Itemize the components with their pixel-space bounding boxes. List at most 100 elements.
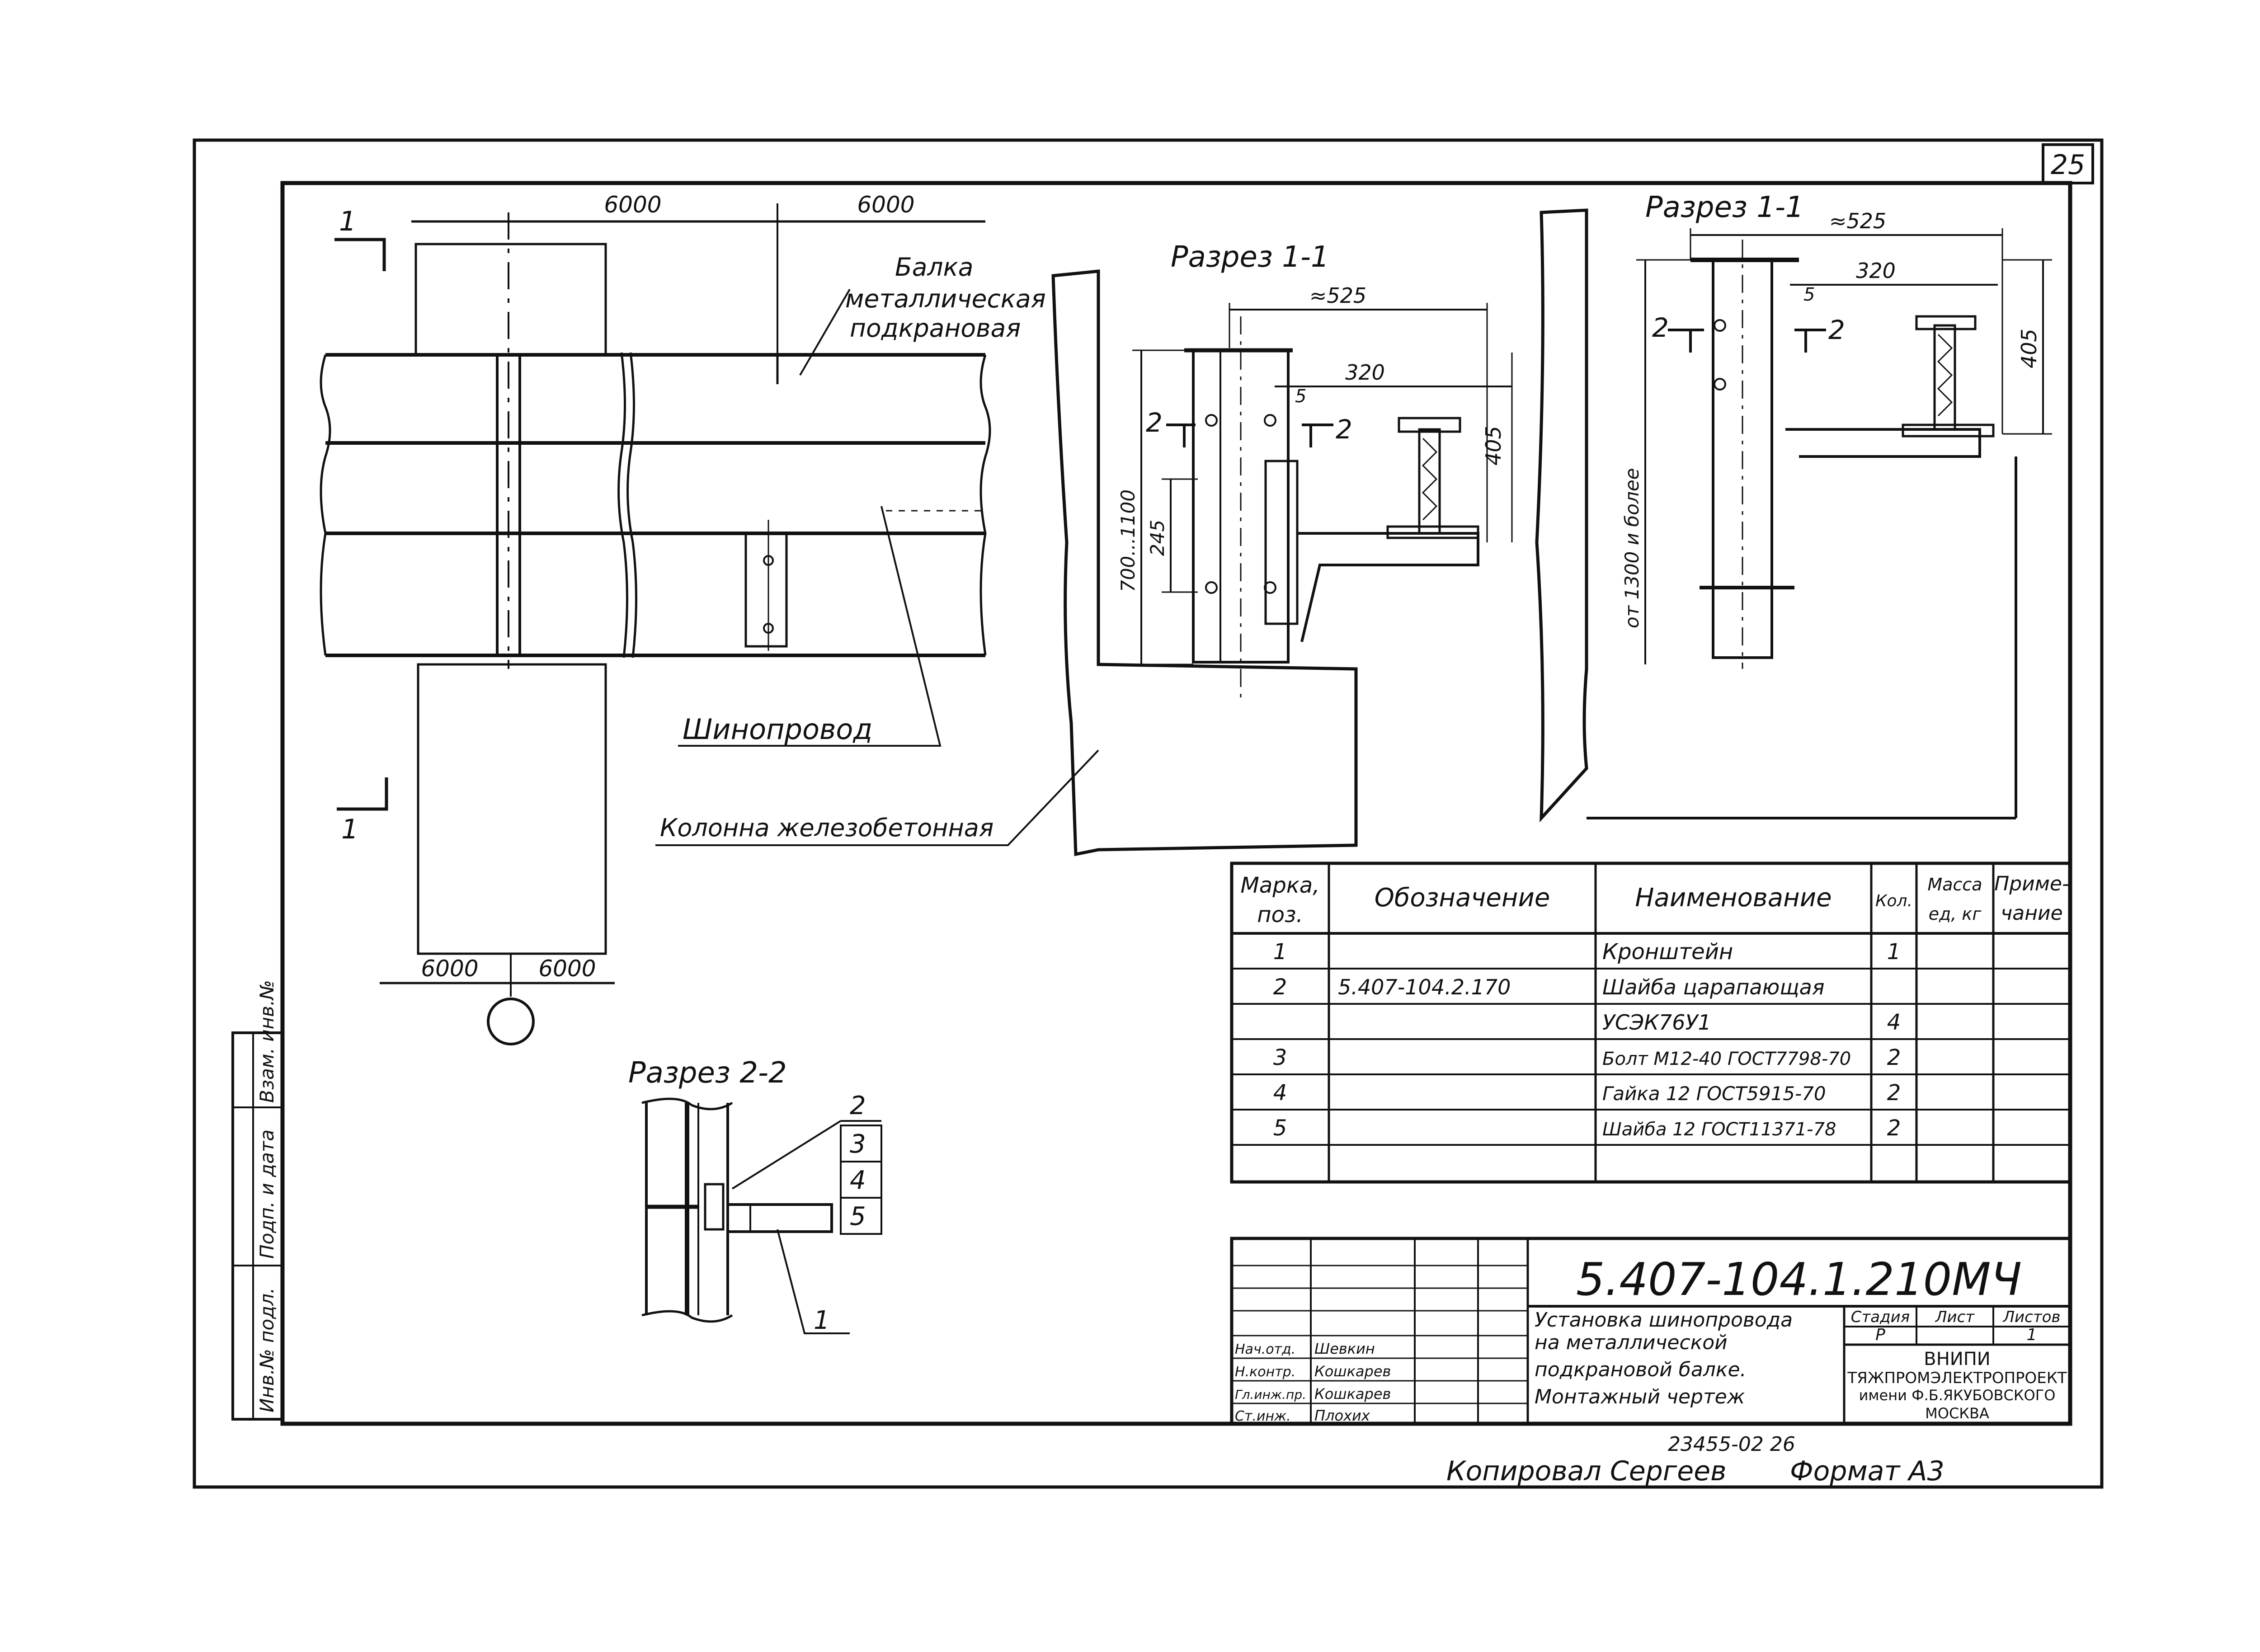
title-block-org-2: ТЯЖПРОМЭЛЕКТРОПРОЕКТ — [1847, 1369, 2067, 1387]
spec-cell-designation: 5.407-104.2.170 — [1338, 975, 1511, 999]
spec-header-qty: Кол. — [1875, 892, 1912, 910]
spec-cell-pos: 1 — [1273, 939, 1287, 965]
title-block: 5.407-104.1.210МЧ Установка шинопровода … — [1230, 1237, 2072, 1426]
spec-header-mass-2: ед, кг — [1929, 904, 1982, 924]
plan-label-beam-1: Балка — [895, 253, 974, 282]
spec-cell-qty: 4 — [1887, 1010, 1901, 1035]
spec-cell-qty: 2 — [1887, 1080, 1901, 1106]
plan-dim-bottom-right: 6000 — [538, 955, 596, 982]
plan-label-busbar: Шинопровод — [683, 713, 872, 746]
side-stamp: Инв.№ подл. Подп. и дата Взам. инв.№ — [231, 980, 284, 1421]
section-b-mark-left: 2 — [1652, 312, 1669, 343]
spec-row: УСЭК76У1 4 — [1602, 1010, 1901, 1035]
section-c-title: Разрез 2-2 — [628, 1056, 787, 1090]
section-a-dim-405: 405 — [1481, 426, 1506, 466]
format-note: Формат А3 — [1790, 1455, 1945, 1487]
title-block-sign-name: Кошкарев — [1314, 1385, 1391, 1403]
section-b-mark-right: 2 — [1828, 315, 1845, 345]
title-block-title-3: подкрановой балке. — [1535, 1358, 1747, 1381]
spec-header-name: Наименование — [1635, 883, 1832, 913]
outer-frame — [193, 138, 2104, 1489]
section-a-title: Разрез 1-1 — [1171, 240, 1329, 274]
plan-view: 6000 6000 1 1 Балка металлическая подкра… — [320, 192, 1099, 1045]
section-b: Разрез 1-1 ≈525 320 5 405 от 1300 и боле… — [1535, 191, 2052, 823]
spec-cell-qty: 2 — [1887, 1115, 1901, 1141]
title-block-sheet-header: Лист — [1935, 1308, 1975, 1326]
spec-row: 3 Болт М12-40 ГОСТ7798-70 2 — [1273, 1045, 1901, 1070]
title-block-sign-name: Плохих — [1314, 1407, 1370, 1424]
spec-header-mark-2: поз. — [1257, 902, 1303, 927]
spec-cell-name: Шайба 12 ГОСТ11371-78 — [1602, 1119, 1836, 1140]
title-block-title-1: Установка шинопровода — [1535, 1308, 1793, 1332]
spec-header-note-2: чание — [2001, 902, 2062, 925]
section-c-callout-4: 4 — [850, 1166, 866, 1195]
plan-label-beam-3: подкрановая — [850, 314, 1021, 343]
section-c: Разрез 2-2 2 3 4 5 1 — [628, 1056, 882, 1335]
spec-cell-pos: 4 — [1273, 1080, 1287, 1106]
section-b-dim-width: ≈525 — [1829, 209, 1886, 233]
spec-cell-qty: 2 — [1887, 1045, 1901, 1070]
page-number-box: 25 — [2042, 143, 2094, 184]
section-b-title: Разрез 1-1 — [1645, 191, 1804, 224]
plan-label-beam-2: металлическая — [845, 284, 1046, 313]
title-block-sign-role: Нач.отд. — [1235, 1341, 1295, 1357]
title-block-sign-role: Н.контр. — [1235, 1364, 1295, 1380]
spec-row: 4 Гайка 12 ГОСТ5915-70 2 — [1273, 1080, 1901, 1106]
section-c-callout-1: 1 — [814, 1306, 830, 1335]
section-c-callout-5: 5 — [850, 1202, 866, 1231]
title-block-sheets-value: 1 — [2027, 1326, 2037, 1344]
plan-dim-bottom-left: 6000 — [421, 955, 478, 982]
section-b-dim-405: 405 — [2017, 329, 2041, 368]
title-block-code: 5.407-104.1.210МЧ — [1576, 1253, 2022, 1306]
title-block-sign-name: Шевкин — [1314, 1340, 1375, 1357]
section-c-callout-3: 3 — [850, 1130, 866, 1159]
spec-cell-name: Шайба царапающая — [1602, 975, 1825, 999]
title-block-sign-role: Гл.инж.пр. — [1235, 1387, 1306, 1402]
spec-cell-pos: 5 — [1273, 1115, 1287, 1141]
plan-dim-top-left: 6000 — [604, 192, 661, 218]
section-b-dim-5: 5 — [1803, 284, 1815, 305]
section-a-dim-245: 245 — [1146, 520, 1168, 556]
spec-table: Марка, поз. Обозначение Наименование Кол… — [1230, 861, 2072, 1184]
section-b-dim-height: от 1300 и более — [1621, 468, 1643, 628]
spec-row: 2 5.407-104.2.170 Шайба царапающая — [1273, 974, 1825, 1000]
spec-cell-name: УСЭК76У1 — [1602, 1010, 1711, 1035]
section-a: Разрез 1-1 ≈525 320 5 405 700...1100 — [1051, 240, 1513, 857]
spec-cell-name: Болт М12-40 ГОСТ7798-70 — [1602, 1049, 1851, 1069]
plan-section-mark-top: 1 — [339, 206, 356, 237]
plan-dim-top-right: 6000 — [857, 192, 914, 218]
spec-cell-name: Кронштейн — [1602, 939, 1733, 965]
section-a-dim-5: 5 — [1295, 386, 1306, 407]
plan-label-column: Колонна железобетонная — [660, 814, 993, 842]
section-c-callout-2: 2 — [850, 1091, 866, 1120]
side-stamp-cell-sign: Подп. и дата — [256, 1130, 278, 1259]
title-block-sign-name: Кошкарев — [1314, 1363, 1391, 1380]
title-block-org-3: имени Ф.Б.ЯКУБОВСКОГО — [1859, 1387, 2056, 1404]
spec-row: 1 Кронштейн 1 — [1273, 939, 1901, 965]
plan-section-mark-bottom: 1 — [341, 814, 358, 845]
spec-header-note-1: Приме- — [1994, 872, 2069, 895]
spec-row: 5 Шайба 12 ГОСТ11371-78 2 — [1273, 1115, 1901, 1141]
side-stamp-cell-inv: Инв.№ подл. — [256, 1288, 278, 1412]
archive-number: 23455-02 26 — [1668, 1433, 1795, 1456]
title-block-title-2: на металлической — [1535, 1331, 1728, 1354]
section-a-dim-320: 320 — [1345, 360, 1385, 385]
page-number: 25 — [2051, 149, 2085, 181]
spec-header-mass-1: Масса — [1927, 875, 1982, 894]
spec-header-mark-1: Марка, — [1241, 873, 1320, 898]
spec-cell-name: Гайка 12 ГОСТ5915-70 — [1602, 1083, 1826, 1105]
title-block-stage-header: Стадия — [1851, 1308, 1910, 1326]
title-block-sheets-header: Листов — [2002, 1308, 2060, 1326]
copied-by-note: Копировал Сергеев — [1446, 1455, 1726, 1487]
spec-cell-qty: 1 — [1887, 939, 1901, 965]
spec-cell-pos: 2 — [1273, 974, 1287, 1000]
spec-cell-pos: 3 — [1273, 1045, 1287, 1070]
title-block-sign-role: Ст.инж. — [1235, 1408, 1291, 1424]
section-a-dim-width: ≈525 — [1309, 283, 1366, 308]
side-stamp-cell-replace: Взам. инв.№ — [256, 980, 278, 1103]
section-b-dim-320: 320 — [1856, 259, 1896, 283]
inner-frame — [280, 181, 2072, 1426]
spec-header-designation: Обозначение — [1375, 883, 1550, 913]
title-block-stage-value: Р — [1875, 1326, 1885, 1344]
